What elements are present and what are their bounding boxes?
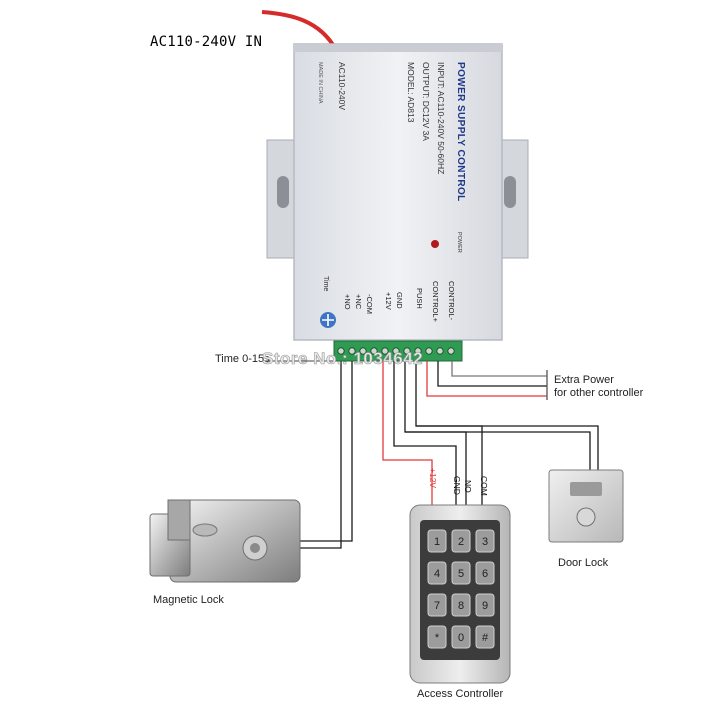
keypad-key: 1 (427, 529, 447, 553)
access-controller-label: Access Controller (417, 688, 504, 700)
wire-door-button-1 (405, 431, 591, 470)
keypad-key: 2 (451, 529, 471, 553)
wire-lock-negative (298, 361, 342, 549)
terminal-screw-icon (436, 347, 444, 355)
extra-power-label: Extra Power for other controller (554, 374, 643, 400)
keypad-key-label: 3 (482, 536, 488, 548)
psu-ac-label: AC110-240V (337, 62, 347, 111)
terminal-screw-icon (337, 347, 345, 355)
terminal-screw-icon (348, 347, 356, 355)
keypad-key-label: 8 (458, 600, 464, 612)
wire-keypad-12v (382, 361, 433, 505)
psu-input-spec: INPUT: AC110-240V 50-60HZ (436, 62, 446, 175)
keypad-key: 0 (451, 625, 471, 649)
wire-extra-power-red (426, 361, 547, 397)
keypad-key-label: 6 (482, 568, 488, 580)
terminal-screw-icon (414, 347, 422, 355)
extra-power-line-1: Extra Power (554, 374, 614, 386)
keypad-key: 8 (451, 593, 471, 617)
magnetic-lock (149, 499, 301, 583)
keypad-key: * (427, 625, 447, 649)
terminal-block (333, 340, 463, 362)
psu-time-label: Time (322, 276, 329, 292)
terminal-screw-icon (392, 347, 400, 355)
keypad-key: 5 (451, 561, 471, 585)
psu-title: POWER SUPPLY CONTROL (455, 62, 466, 202)
wire-door-button-2 (416, 425, 599, 470)
keypad-key-label: # (482, 632, 489, 644)
terminal-screw-icon (447, 347, 455, 355)
door-exit-button (548, 469, 624, 543)
keypad-key-label: * (435, 632, 440, 644)
access-controller: 1 2 3 4 5 6 7 8 9 * 0 # (409, 504, 511, 684)
keypad-key-label: 9 (482, 600, 488, 612)
ac-input-label: AC110-240V IN (150, 34, 263, 50)
terminal-label-control-plus: CONTROL+ (431, 281, 440, 323)
door-lock-label: Door Lock (558, 557, 609, 569)
keypad-key: 7 (427, 593, 447, 617)
keypad-wire-label-no: NO (463, 480, 473, 493)
keypad-key: # (475, 625, 495, 649)
mains-wire (261, 10, 338, 51)
keypad-key-label: 4 (434, 568, 440, 580)
keypad-wire-label-12v: +12V (428, 468, 438, 489)
wire-extra-power-black (437, 361, 547, 387)
psu-output-spec: OUTPUT: DC12V 3A (421, 62, 431, 141)
keypad-key: 4 (427, 561, 447, 585)
terminal-label-gnd: GND (395, 292, 404, 309)
terminal-label-push: PUSH (415, 288, 424, 309)
keypad-key-label: 0 (458, 632, 464, 644)
terminal-screw-icon (359, 347, 367, 355)
keypad-key: 6 (475, 561, 495, 585)
store-watermark: Store No.: 1034642 (262, 349, 424, 369)
terminal-screw-icon (403, 347, 411, 355)
keypad-wire-label-gnd: GND (452, 476, 462, 495)
psu-made-in: MADE IN CHINA (317, 62, 323, 104)
keypad-wire-label-com: COM (479, 476, 489, 496)
keypad-key-label: 7 (434, 600, 440, 612)
keypad-key: 9 (475, 593, 495, 617)
keypad-key-label: 1 (434, 536, 440, 548)
terminal-label-12v: +12V (384, 292, 393, 310)
psu-model: MODEL: AD813 (406, 62, 416, 123)
terminal-label-no: +NO (343, 294, 352, 310)
extra-power-line-2: for other controller (554, 387, 644, 399)
time-range-label: Time 0-15s (215, 353, 270, 365)
terminal-screw-icon (381, 347, 389, 355)
terminal-label-com: -COM (365, 294, 374, 314)
keypad-key: 3 (475, 529, 495, 553)
keypad-key-label: 2 (458, 536, 464, 548)
terminal-label-control-minus: CONTROL- (447, 281, 456, 321)
terminal-screw-icon (425, 347, 433, 355)
wires (264, 360, 599, 549)
terminal-label-nc: +NC (354, 294, 363, 310)
terminal-screw-icon (370, 347, 378, 355)
wire-lock-positive (298, 361, 353, 542)
keypad-key-label: 5 (458, 568, 464, 580)
power-led-icon (431, 240, 439, 248)
wire-keypad-gnd (393, 361, 457, 505)
exit-push-icon (576, 507, 596, 527)
power-supply-unit (293, 43, 503, 341)
psu-power-led-label: POWER (456, 232, 462, 253)
magnetic-lock-label: Magnetic Lock (153, 594, 224, 606)
